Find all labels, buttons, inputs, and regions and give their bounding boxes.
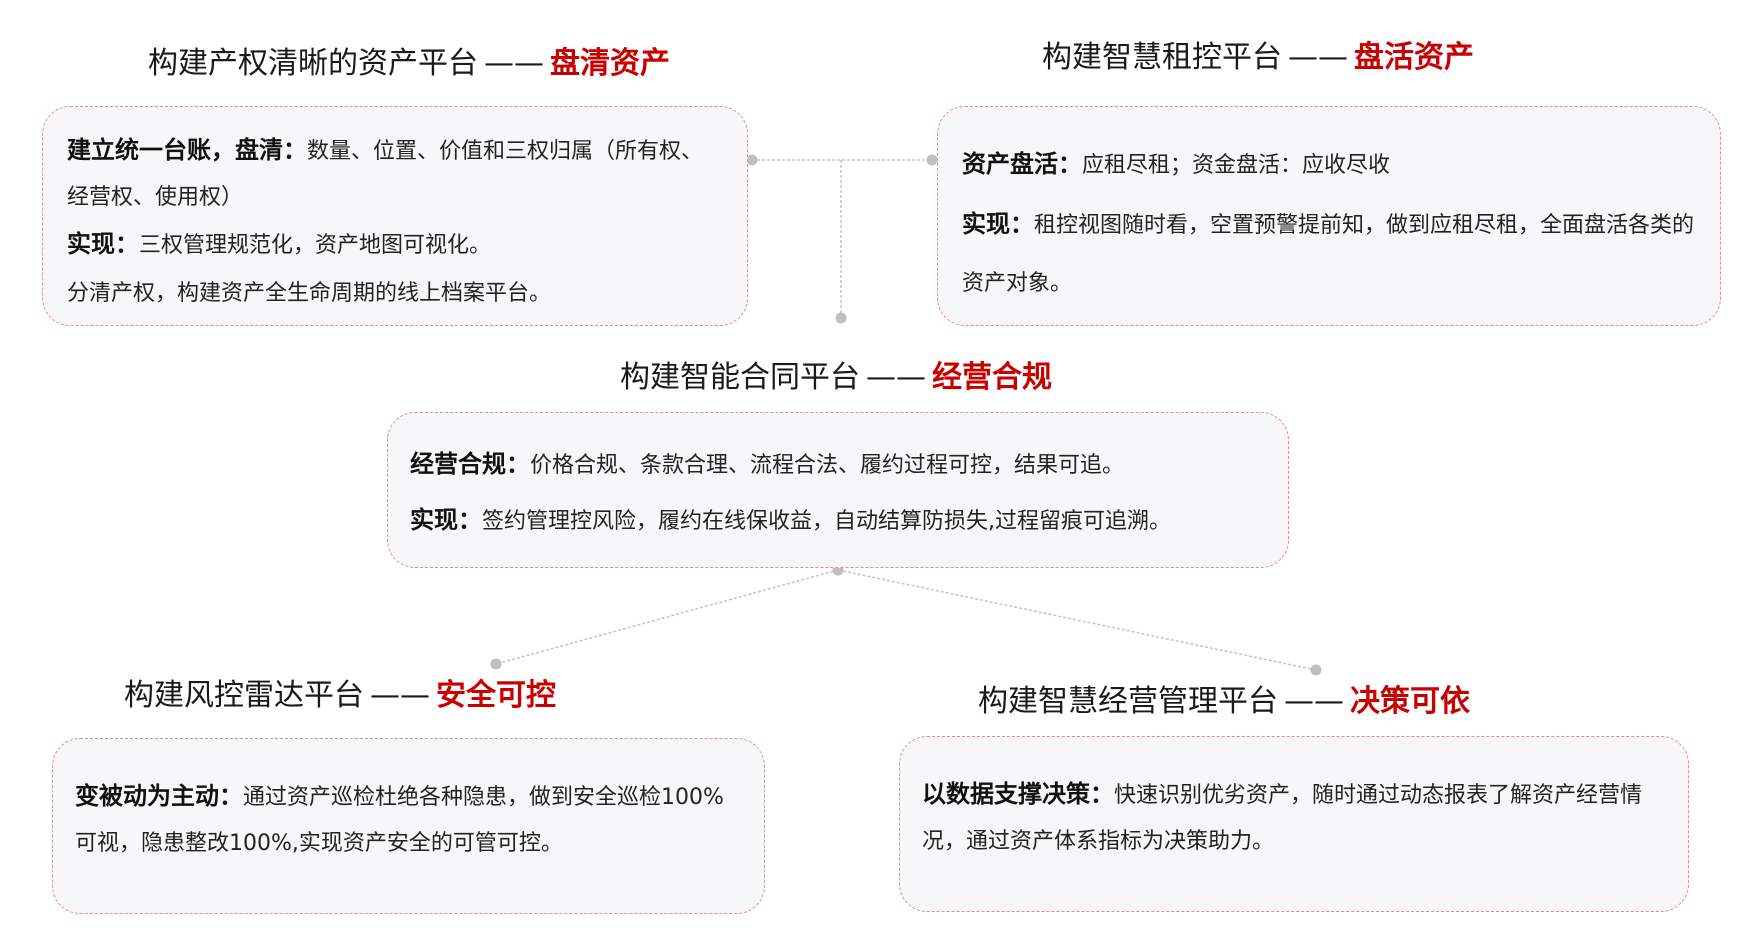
decision-title-tag: 决策可依 bbox=[1350, 684, 1470, 719]
contract-line-1: 经营合规：价格合规、条款合理、流程合法、履约过程可控，结果可追。 bbox=[410, 437, 1266, 493]
risk-line-1-text: 通过资产巡检杜绝各种隐患，做到安全巡检100%可视，隐患整改100%,实现资产安… bbox=[75, 785, 724, 856]
rental-line-1: 资产盘活：应租尽租；资金盘活：应收尽收 bbox=[962, 135, 1696, 195]
ledger-line-2: 实现：三权管理规范化，资产地图可视化。 bbox=[67, 221, 723, 269]
risk-line-1-label: 变被动为主动： bbox=[75, 782, 243, 810]
connector-contract-decision bbox=[837, 569, 1317, 671]
rental-card: 资产盘活：应租尽租；资金盘活：应收尽收 实现：租控视图随时看，空置预警提前知，做… bbox=[937, 106, 1721, 326]
rental-line-2-label: 实现： bbox=[962, 210, 1034, 238]
ledger-line-3-text: 分清产权，构建资产全生命周期的线上档案平台。 bbox=[67, 281, 552, 306]
connector-dot-trunk bbox=[835, 312, 847, 324]
ledger-line-1-label: 建立统一台账，盘清： bbox=[67, 136, 307, 164]
contract-title-dash: —— bbox=[866, 360, 926, 395]
risk-title-tag: 安全可控 bbox=[436, 678, 556, 713]
rental-line-1-label: 资产盘活： bbox=[962, 150, 1082, 178]
rental-line-2-text: 租控视图随时看，空置预警提前知，做到应租尽租，全面盘活各类的资产对象。 bbox=[962, 213, 1695, 296]
connector-contract-risk bbox=[495, 569, 839, 665]
connector-dot-risk bbox=[490, 658, 502, 670]
decision-line-1-text: 快速识别优劣资产，随时通过动态报表了解资产经营情况，通过资产体系指标为决策助力。 bbox=[922, 783, 1643, 854]
ledger-title-text: 构建产权清晰的资产平台 bbox=[148, 46, 478, 81]
contract-line-1-text: 价格合规、条款合理、流程合法、履约过程可控，结果可追。 bbox=[530, 453, 1125, 478]
ledger-line-1-text: 数量、位置、价值和三权归属（所有权、经营权、使用权） bbox=[67, 139, 704, 210]
connector-dot-decision bbox=[1310, 664, 1322, 676]
rental-title-dash: —— bbox=[1288, 40, 1348, 75]
contract-title: 构建智能合同平台——经营合规 bbox=[620, 352, 1052, 396]
ledger-title-tag: 盘清资产 bbox=[550, 46, 670, 81]
decision-title: 构建智慧经营管理平台——决策可依 bbox=[978, 676, 1470, 720]
ledger-title-dash: —— bbox=[484, 46, 544, 81]
decision-title-dash: —— bbox=[1284, 684, 1344, 719]
ledger-line-2-label: 实现： bbox=[67, 230, 139, 258]
risk-title-dash: —— bbox=[370, 678, 430, 713]
decision-line-1: 以数据支撑决策：快速识别优劣资产，随时通过动态报表了解资产经营情况，通过资产体系… bbox=[922, 771, 1666, 865]
ledger-title: 构建产权清晰的资产平台——盘清资产 bbox=[148, 38, 670, 82]
contract-card: 经营合规：价格合规、条款合理、流程合法、履约过程可控，结果可追。 实现：签约管理… bbox=[387, 412, 1289, 568]
ledger-line-3: 分清产权，构建资产全生命周期的线上档案平台。 bbox=[67, 269, 723, 317]
contract-title-text: 构建智能合同平台 bbox=[620, 360, 860, 395]
risk-card: 变被动为主动：通过资产巡检杜绝各种隐患，做到安全巡检100%可视，隐患整改100… bbox=[52, 738, 765, 914]
ledger-card: 建立统一台账，盘清：数量、位置、价值和三权归属（所有权、经营权、使用权） 实现：… bbox=[42, 106, 748, 326]
ledger-line-1: 建立统一台账，盘清：数量、位置、价值和三权归属（所有权、经营权、使用权） bbox=[67, 127, 723, 221]
rental-line-1-text: 应租尽租；资金盘活：应收尽收 bbox=[1082, 153, 1391, 178]
risk-title: 构建风控雷达平台——安全可控 bbox=[124, 670, 556, 714]
risk-line-1: 变被动为主动：通过资产巡检杜绝各种隐患，做到安全巡检100%可视，隐患整改100… bbox=[75, 773, 742, 867]
decision-line-1-label: 以数据支撑决策： bbox=[922, 780, 1114, 808]
contract-line-1-label: 经营合规： bbox=[410, 450, 530, 478]
contract-line-2-label: 实现： bbox=[410, 506, 482, 534]
decision-card: 以数据支撑决策：快速识别优劣资产，随时通过动态报表了解资产经营情况，通过资产体系… bbox=[899, 736, 1689, 912]
ledger-line-2-text: 三权管理规范化，资产地图可视化。 bbox=[139, 233, 492, 258]
rental-line-2: 实现：租控视图随时看，空置预警提前知，做到应租尽租，全面盘活各类的资产对象。 bbox=[962, 195, 1696, 313]
rental-title-text: 构建智慧租控平台 bbox=[1042, 40, 1282, 75]
contract-line-2: 实现：签约管理控风险，履约在线保收益，自动结算防损失,过程留痕可追溯。 bbox=[410, 493, 1266, 549]
connector-dot-rental bbox=[926, 154, 938, 166]
rental-title: 构建智慧租控平台——盘活资产 bbox=[1042, 32, 1474, 76]
contract-line-2-text: 签约管理控风险，履约在线保收益，自动结算防损失,过程留痕可追溯。 bbox=[482, 509, 1171, 534]
rental-title-tag: 盘活资产 bbox=[1354, 40, 1474, 75]
risk-title-text: 构建风控雷达平台 bbox=[124, 678, 364, 713]
connector-dot-ledger bbox=[746, 154, 758, 166]
contract-title-tag: 经营合规 bbox=[932, 360, 1052, 395]
decision-title-text: 构建智慧经营管理平台 bbox=[978, 684, 1278, 719]
